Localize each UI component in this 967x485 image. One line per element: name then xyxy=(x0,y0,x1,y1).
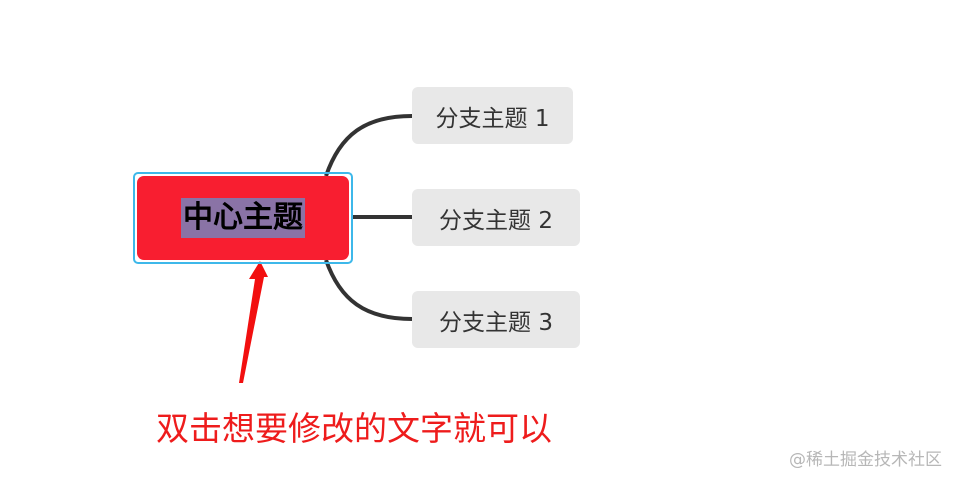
central-topic[interactable]: 中心主题 xyxy=(137,176,349,260)
branch-topic-2[interactable]: 分支主题 2 xyxy=(412,189,580,246)
red-arrow-icon xyxy=(239,261,268,383)
branch-topic-2-label: 分支主题 2 xyxy=(439,207,553,234)
branch-topic-1-label: 分支主题 1 xyxy=(435,105,550,132)
connector-branch-1 xyxy=(324,114,413,177)
central-topic-label[interactable]: 中心主题 xyxy=(181,198,305,238)
connector-branch-3 xyxy=(324,259,413,321)
central-topic-selection-outline xyxy=(133,172,353,264)
branch-topic-3[interactable]: 分支主题 3 xyxy=(412,291,580,348)
annotation-text: 双击想要修改的文字就可以 xyxy=(156,409,552,448)
branch-topic-1[interactable]: 分支主题 1 xyxy=(412,87,573,144)
watermark: @稀土掘金技术社区 xyxy=(789,450,942,470)
branch-topic-3-label: 分支主题 3 xyxy=(439,309,553,336)
